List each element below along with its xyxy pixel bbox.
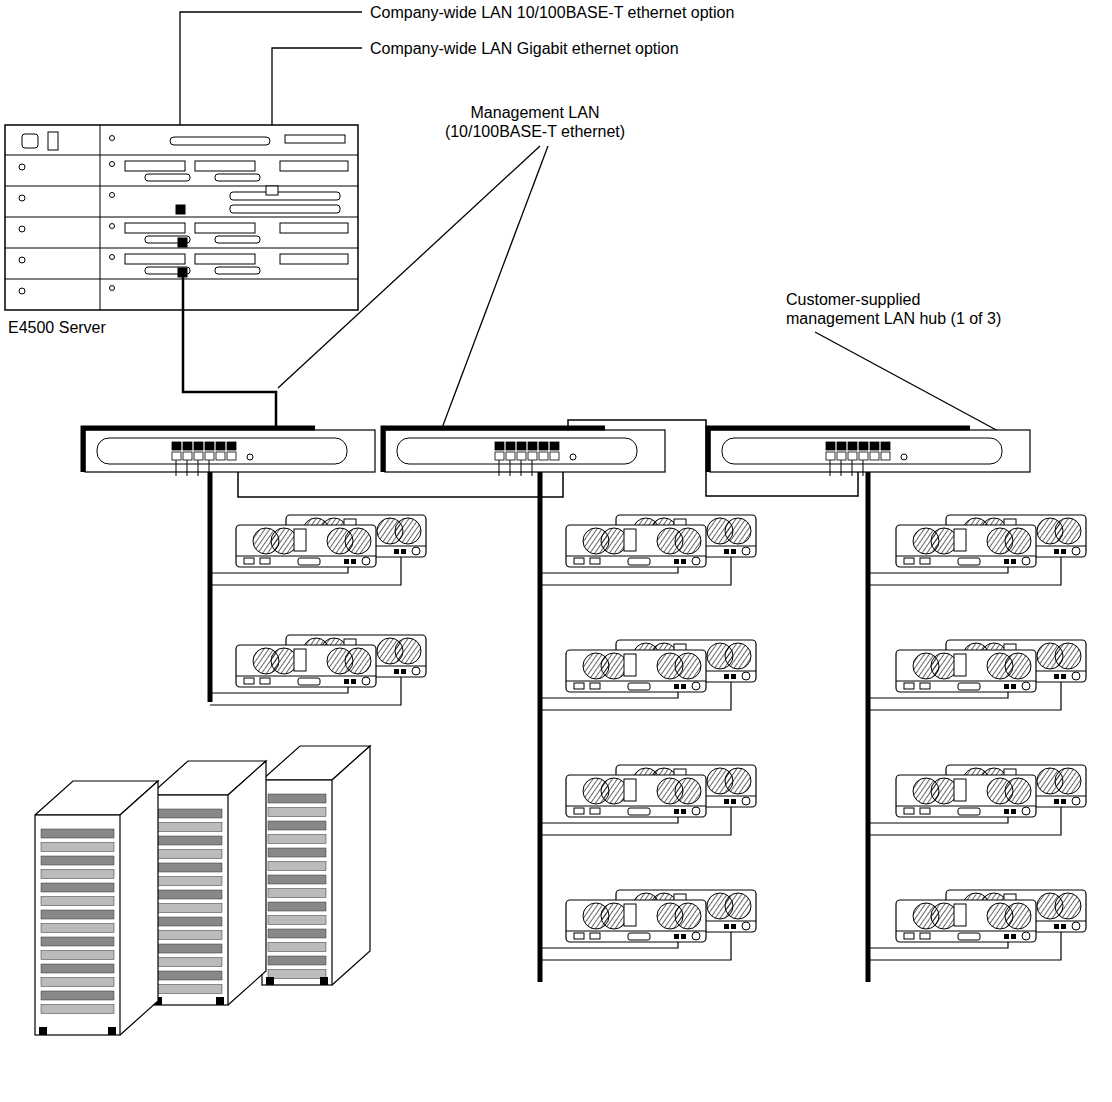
storage-racks — [35, 746, 370, 1035]
hubs — [83, 428, 1030, 476]
company-lan-label: Company-wide LAN Gigabit ethernet option — [370, 39, 790, 58]
management-lan-label: Management LAN (10/100BASE-T ethernet) — [435, 103, 635, 141]
hub-callout: Customer-supplied management LAN hub (1 … — [786, 290, 1011, 328]
server-name: E4500 Server — [8, 318, 208, 337]
server-chassis — [5, 125, 358, 310]
cables — [183, 276, 868, 982]
disk-trays — [210, 515, 1086, 960]
company-lan-label: Company-wide LAN 10/100BASE-T ethernet o… — [370, 3, 790, 22]
